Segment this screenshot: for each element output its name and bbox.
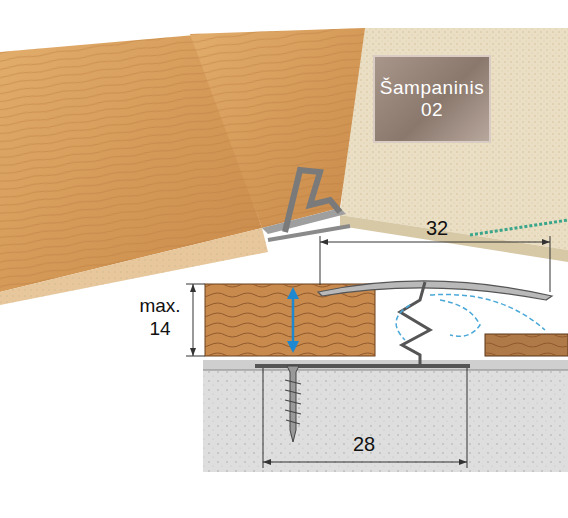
dimension-label: 28 <box>334 432 394 456</box>
swatch-label: Šampaninis 02 <box>380 77 484 121</box>
dimension-label: max. 14 <box>132 295 188 341</box>
dimension-label: 32 <box>407 216 467 240</box>
color-swatch: Šampaninis 02 <box>373 55 491 143</box>
